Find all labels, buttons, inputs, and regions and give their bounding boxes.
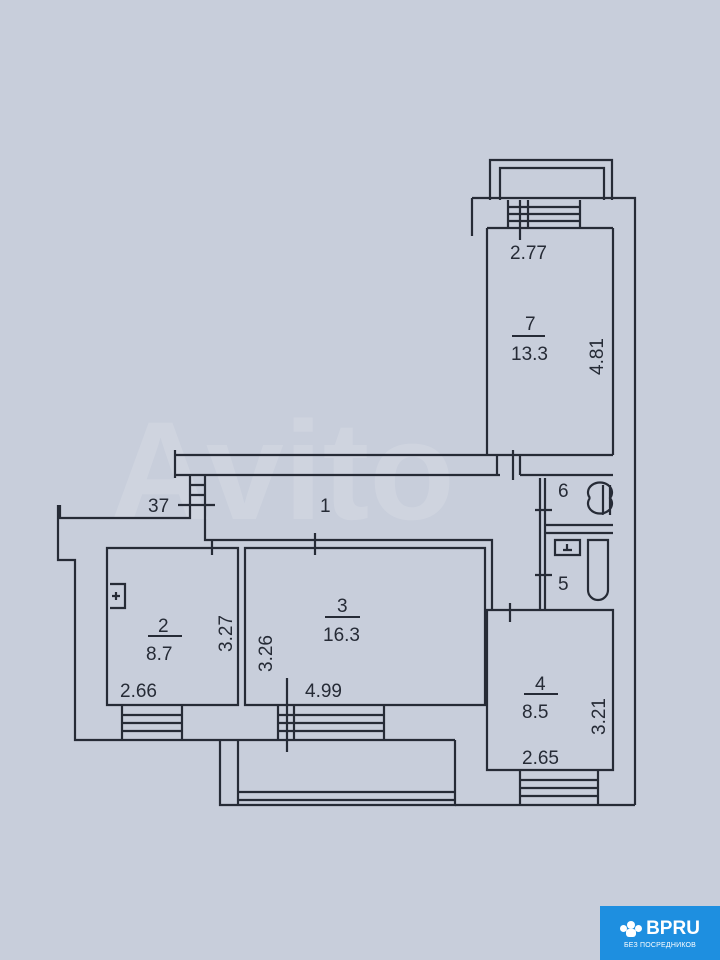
room3-window [276,678,386,752]
room-2-label: 2 8.7 [146,616,182,665]
bpru-logo: BPRU БЕЗ ПОСРЕДНИКОВ [600,906,720,960]
room2-walls [105,546,240,707]
logo-name: BPRU [646,917,700,939]
room-6-label: 6 [558,481,569,502]
room-4-label: 4 8.5 [522,674,558,723]
bathroom-walls [535,478,613,610]
room-3-label: 3 16.3 [323,596,360,646]
people-icon [620,920,643,937]
corridor-wall [173,450,613,480]
room-1-label: 1 [320,496,331,517]
room-7-label: 7 13.3 [511,314,548,365]
room7-width: 2.77 [510,243,547,264]
top-balcony [488,158,614,200]
room4-width: 2.65 [522,748,559,769]
room7-window [506,200,582,240]
room2-sink [110,582,127,610]
bottom-balcony [218,738,457,807]
room-area: 16.3 [323,625,360,646]
entrance-dimension: 37 [148,496,169,517]
room2-width: 2.66 [120,681,157,702]
room3-walls [210,533,494,707]
room3-width: 4.99 [305,681,342,702]
room4-walls [455,603,635,807]
entrance-wall [56,475,237,742]
room7-outer-wall [470,196,637,805]
toilet-icon [586,481,614,515]
avito-watermark: Avito [110,392,455,549]
room2-window [120,705,184,740]
room-5-label: 5 [558,574,569,595]
room-number: 7 [525,314,536,335]
room7-length: 4.81 [587,338,608,375]
room-area: 8.7 [146,644,172,665]
logo-tagline: БЕЗ ПОСРЕДНИКОВ [623,941,697,949]
room4-length: 3.21 [589,698,610,735]
room-number: 4 [535,674,546,695]
room-area: 13.3 [511,344,548,365]
room3-length: 3.26 [256,635,277,672]
room-area: 8.5 [522,702,548,723]
room2-length: 3.27 [216,615,237,652]
room-number: 2 [158,616,169,637]
bathtub-icon [553,538,610,602]
room-number: 3 [337,596,348,617]
